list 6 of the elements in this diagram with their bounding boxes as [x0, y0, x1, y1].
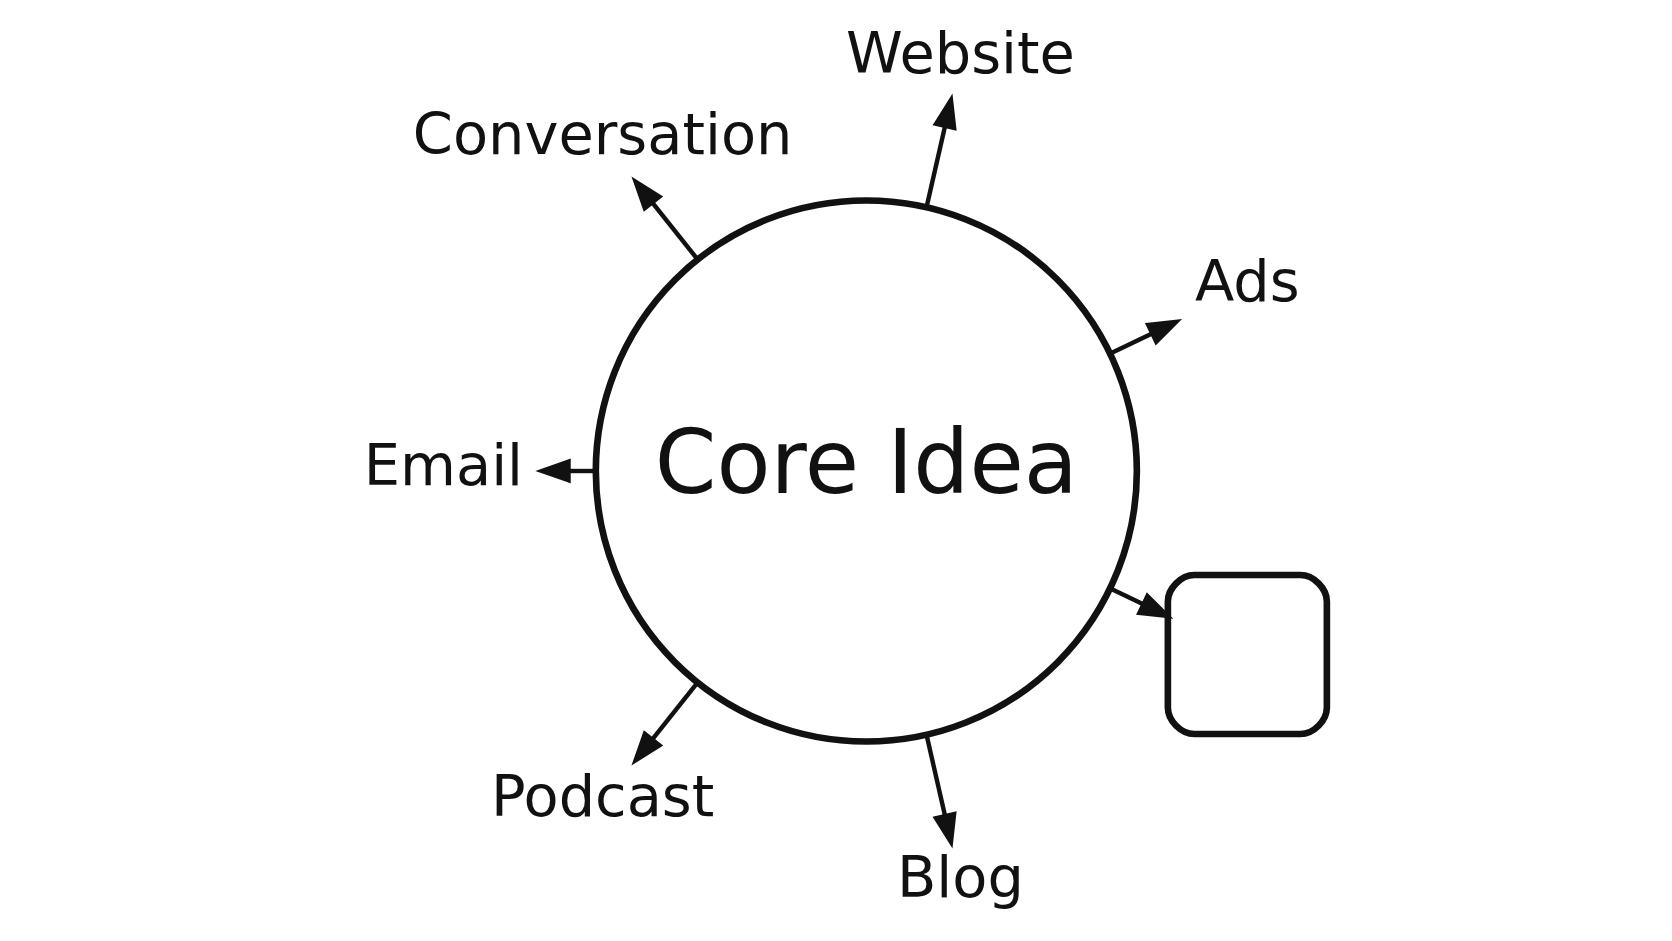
node-text: Ads	[1195, 247, 1300, 315]
node-text: Podcast	[490, 762, 715, 830]
node-text: Email	[363, 431, 524, 499]
node-text: Conversation	[412, 100, 793, 168]
node-text: Website	[846, 19, 1075, 87]
node-text: Blog	[896, 843, 1024, 911]
